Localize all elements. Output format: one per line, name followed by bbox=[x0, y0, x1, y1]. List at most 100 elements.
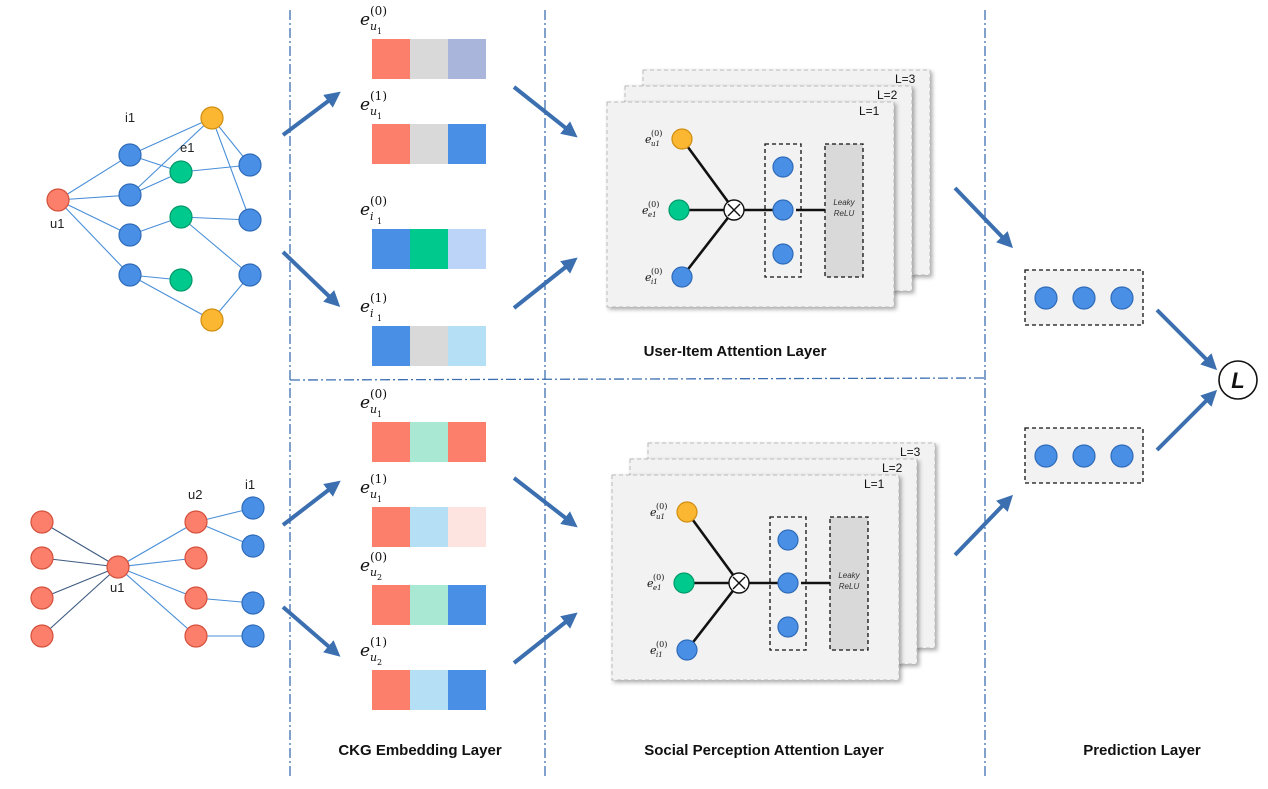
input-label-base: e bbox=[647, 577, 654, 590]
hidden-unit bbox=[772, 243, 794, 265]
input-label-sub: e1 bbox=[648, 211, 657, 219]
embedding-label-sub: u bbox=[370, 488, 377, 501]
embedding-cell bbox=[448, 585, 486, 625]
embedding-label-layer: (1) bbox=[370, 291, 387, 305]
input-label-base: e bbox=[650, 506, 657, 519]
input-label-sub: e1 bbox=[653, 584, 662, 592]
embedding-cell bbox=[410, 229, 448, 269]
attention-layer-label: L=2 bbox=[882, 461, 903, 475]
collaborative-knowledge-graph-top: u1 i1 e1 bbox=[46, 106, 262, 332]
embedding-label-base: e bbox=[360, 641, 370, 661]
loss-node: L bbox=[1218, 360, 1258, 400]
embedding-label-sub: u bbox=[370, 566, 377, 579]
embedding-cell bbox=[372, 585, 410, 625]
item-node bbox=[238, 208, 262, 232]
embedding-label-base: e bbox=[360, 556, 370, 576]
embedding-label-base: e bbox=[360, 200, 370, 220]
input-label-layer: (0) bbox=[656, 502, 667, 511]
attention-input-node bbox=[668, 199, 690, 221]
attention-layer-label: L=3 bbox=[895, 72, 916, 86]
embedding-label-index: 1 bbox=[377, 410, 382, 419]
loss-label: L bbox=[1231, 368, 1244, 393]
embedding-label-sub: u bbox=[370, 403, 377, 416]
leaky-relu-box bbox=[824, 143, 864, 278]
embedding-label-sub: i bbox=[370, 307, 374, 320]
embedding-label-layer: (1) bbox=[370, 89, 387, 103]
embedding-label-index: 2 bbox=[377, 658, 382, 667]
attention-edge bbox=[680, 138, 736, 211]
vector-unit bbox=[1072, 444, 1096, 468]
graph-edges bbox=[41, 507, 254, 637]
embedding-label-base: e bbox=[360, 393, 370, 413]
label-i1: i1 bbox=[245, 477, 255, 492]
attention-edge bbox=[680, 209, 736, 278]
activation-label: ReLU bbox=[834, 209, 855, 218]
attention-edge bbox=[685, 582, 741, 651]
embedding-label-index: 1 bbox=[377, 112, 382, 121]
input-label-layer: (0) bbox=[653, 573, 664, 582]
attention-input-node bbox=[671, 266, 693, 288]
embedding-label-base: e bbox=[360, 297, 370, 317]
embedding-label-base: e bbox=[360, 95, 370, 115]
user-node-u1 bbox=[106, 555, 130, 579]
user-node bbox=[30, 586, 54, 610]
vector-unit bbox=[1072, 286, 1096, 310]
layer-label-social: Social Perception Attention Layer bbox=[644, 742, 884, 759]
user-node bbox=[30, 510, 54, 534]
embedding-cell bbox=[410, 124, 448, 164]
attention-input-node bbox=[676, 639, 698, 661]
embedding-cell bbox=[372, 422, 410, 462]
arrow-to-u1-embedding bbox=[281, 480, 341, 527]
input-label-layer: (0) bbox=[648, 200, 659, 209]
embedding-cell bbox=[372, 124, 410, 164]
item-node bbox=[118, 223, 142, 247]
arrow-to-item-embedding bbox=[281, 250, 341, 307]
embedding-label-index: 1 bbox=[377, 217, 382, 226]
label-u2: u2 bbox=[188, 487, 202, 502]
label-e1: e1 bbox=[180, 140, 194, 155]
attention-layer-label: L=2 bbox=[877, 88, 898, 102]
user-node-u2 bbox=[184, 510, 208, 534]
embedding-label-base: e bbox=[360, 478, 370, 498]
attention-edge bbox=[685, 511, 741, 584]
user-node bbox=[30, 624, 54, 648]
embedding-cell bbox=[410, 670, 448, 710]
leaky-relu-box bbox=[829, 516, 869, 651]
embedding-label-sub: u bbox=[370, 105, 377, 118]
embedding-cell bbox=[410, 422, 448, 462]
embedding-cell bbox=[372, 507, 410, 547]
label-i1: i1 bbox=[125, 110, 135, 125]
user-node bbox=[184, 624, 208, 648]
arrow-to-user-item-attention bbox=[512, 85, 578, 138]
social-graph-bottom: u1 u2 i1 bbox=[30, 477, 265, 648]
embedding-cell bbox=[372, 326, 410, 366]
hidden-vector-box bbox=[764, 143, 802, 278]
attribute-node bbox=[200, 106, 224, 130]
embedding-label-index: 1 bbox=[377, 27, 382, 36]
embedding-cell bbox=[372, 39, 410, 79]
item-node bbox=[241, 591, 265, 615]
label-u1: u1 bbox=[110, 580, 124, 595]
arrow-to-user-item-attention bbox=[512, 257, 578, 310]
embedding-cell bbox=[410, 507, 448, 547]
input-label-sub: i1 bbox=[651, 278, 658, 286]
vector-unit bbox=[1110, 286, 1134, 310]
embedding-cell bbox=[448, 124, 486, 164]
embedding-cell bbox=[448, 229, 486, 269]
hidden-unit bbox=[772, 199, 794, 221]
embedding-cell bbox=[448, 422, 486, 462]
embedding-label-index: 1 bbox=[377, 314, 382, 323]
layer-label-user-item: User-Item Attention Layer bbox=[644, 343, 827, 360]
embedding-cell bbox=[448, 670, 486, 710]
label-u1: u1 bbox=[50, 216, 64, 231]
embedding-label-index: 1 bbox=[377, 495, 382, 504]
embedding-cell bbox=[410, 326, 448, 366]
embedding-label-layer: (0) bbox=[370, 194, 387, 208]
attention-layer-label: L=1 bbox=[864, 477, 885, 491]
